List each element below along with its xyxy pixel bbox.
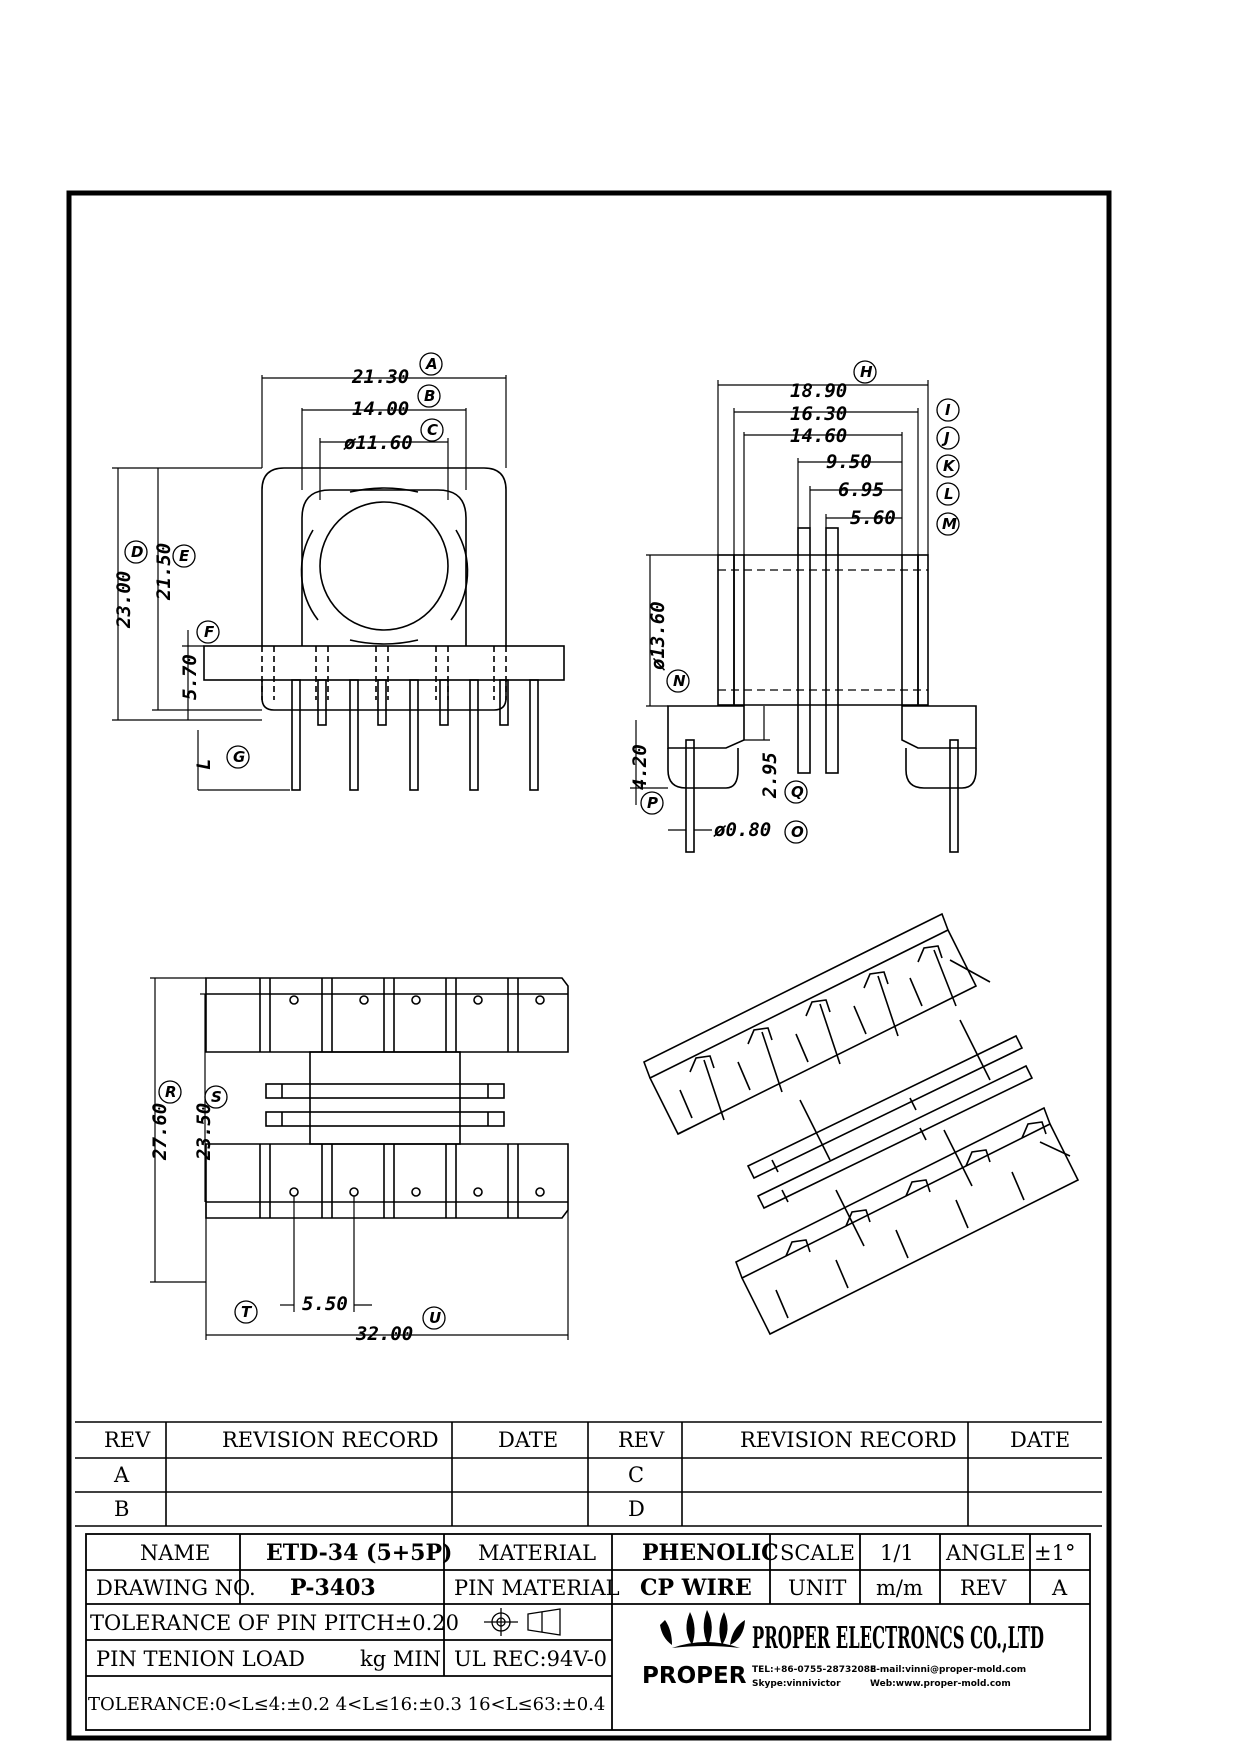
callout-e: E (179, 547, 190, 565)
tolerance-general: TOLERANCE:0<L≤4:±0.2 4<L≤16:±0.3 16<L≤63… (88, 1694, 605, 1715)
side-view (630, 380, 977, 853)
dim-a-value: 21.30 (351, 366, 409, 388)
company-web: Web:www.proper-mold.com (870, 1679, 1011, 1689)
callout-r: R (165, 1083, 177, 1101)
scale-label: SCALE (780, 1541, 855, 1565)
rev-header-left: REV (104, 1428, 151, 1452)
dim-b-value: 14.00 (352, 398, 409, 420)
callout-m: M (942, 515, 957, 533)
callout-u: U (429, 1309, 441, 1327)
callout-i: I (945, 401, 951, 419)
pin-material-value: CP WIRE (640, 1575, 752, 1601)
unit-label: UNIT (788, 1576, 846, 1600)
dim-f-value: 5.70 (179, 654, 201, 700)
dim-u-value: 32.00 (355, 1323, 413, 1345)
callout-n: N (673, 672, 686, 690)
callout-q: Q (791, 783, 804, 801)
revision-table-grid (75, 1421, 1102, 1527)
callout-l: L (944, 485, 954, 503)
title-block-grid (85, 1533, 1091, 1731)
company-tel: TEL:+86-0755-28732088 (752, 1665, 876, 1675)
dim-c-value: ø11.60 (343, 432, 413, 454)
dim-n-value: ø13.60 (647, 601, 669, 671)
angle-label: ANGLE (945, 1541, 1026, 1565)
name-label: NAME (140, 1541, 210, 1565)
ul-rec: UL REC:94V-0 (454, 1647, 607, 1671)
material-label: MATERIAL (478, 1541, 596, 1565)
angle-value: ±1° (1034, 1541, 1075, 1565)
dim-j-value: 14.60 (790, 425, 847, 447)
dim-p-value: 4.20 (629, 744, 651, 790)
callout-d: D (131, 543, 143, 561)
callout-g: G (233, 748, 245, 766)
callout-j: J (941, 429, 950, 447)
company-email: E-mail:vinni@proper-mold.com (870, 1665, 1026, 1675)
dim-i-value: 16.30 (790, 403, 847, 425)
revision-record-header-left: REVISION RECORD (222, 1428, 439, 1452)
unit-value: m/m (876, 1576, 923, 1600)
isometric-view (642, 912, 1080, 1336)
callout-p: P (647, 794, 658, 812)
callout-c: C (427, 421, 438, 439)
dim-t-value: 5.50 (302, 1293, 348, 1315)
callout-t: T (241, 1303, 253, 1321)
dim-k-value: 9.50 (826, 451, 872, 473)
proper-logo-icon (660, 1610, 745, 1648)
pin-tension-unit: kg MIN (360, 1647, 441, 1671)
callout-b: B (424, 387, 435, 405)
front-view (112, 375, 565, 791)
date-header-right: DATE (1010, 1428, 1070, 1452)
company-skype: Skype:vinnivictor (752, 1679, 841, 1689)
dim-o-value: ø0.80 (713, 819, 771, 841)
dim-h-value: 18.90 (790, 380, 847, 402)
projection-symbol-icon (484, 1608, 561, 1636)
rev-c: C (628, 1463, 644, 1487)
dim-l-value: 6.95 (838, 479, 884, 501)
scale-value: 1/1 (880, 1541, 914, 1565)
callout-a: A (425, 355, 438, 373)
dim-m-value: 5.60 (850, 507, 896, 529)
sheet-border (66, 190, 1112, 1741)
drawing-no-label: DRAWING NO. (96, 1576, 256, 1600)
dim-q-value: 2.95 (759, 752, 781, 799)
callout-h: H (860, 363, 873, 381)
rev-d: D (628, 1497, 645, 1521)
callout-k: K (943, 457, 956, 475)
callout-f: F (204, 623, 215, 641)
dim-d-value: 23.00 (113, 571, 135, 629)
pin-material-label: PIN MATERIAL (454, 1576, 620, 1600)
name-value: ETD-34 (5+5P) (266, 1540, 452, 1566)
tolerance-pitch: TOLERANCE OF PIN PITCH±0.20 (90, 1611, 459, 1635)
dim-s-value: 23.50 (193, 1103, 215, 1161)
rev-a: A (113, 1463, 130, 1487)
dim-e-value: 21.50 (153, 543, 175, 601)
revision-record-header-right: REVISION RECORD (740, 1428, 957, 1452)
callout-o: O (791, 823, 804, 841)
company-name: PROPER ELECTRONCS CO.,LTD (752, 1621, 1044, 1656)
dim-g-value: L (193, 759, 215, 770)
callout-circles (124, 352, 960, 1330)
dim-r-value: 27.60 (149, 1103, 171, 1161)
date-header-left: DATE (498, 1428, 558, 1452)
rev-header-right: REV (618, 1428, 665, 1452)
rev-b: B (114, 1497, 129, 1521)
drawing-no-value: P-3403 (290, 1575, 376, 1601)
material-value: PHENOLIC (642, 1540, 779, 1566)
pin-tension-label: PIN TENION LOAD (96, 1647, 305, 1671)
rev-label: REV (960, 1576, 1007, 1600)
rev-value: A (1051, 1576, 1068, 1600)
logo-text: PROPER (642, 1663, 747, 1689)
bottom-view (150, 977, 569, 1340)
callout-s: S (211, 1088, 222, 1106)
